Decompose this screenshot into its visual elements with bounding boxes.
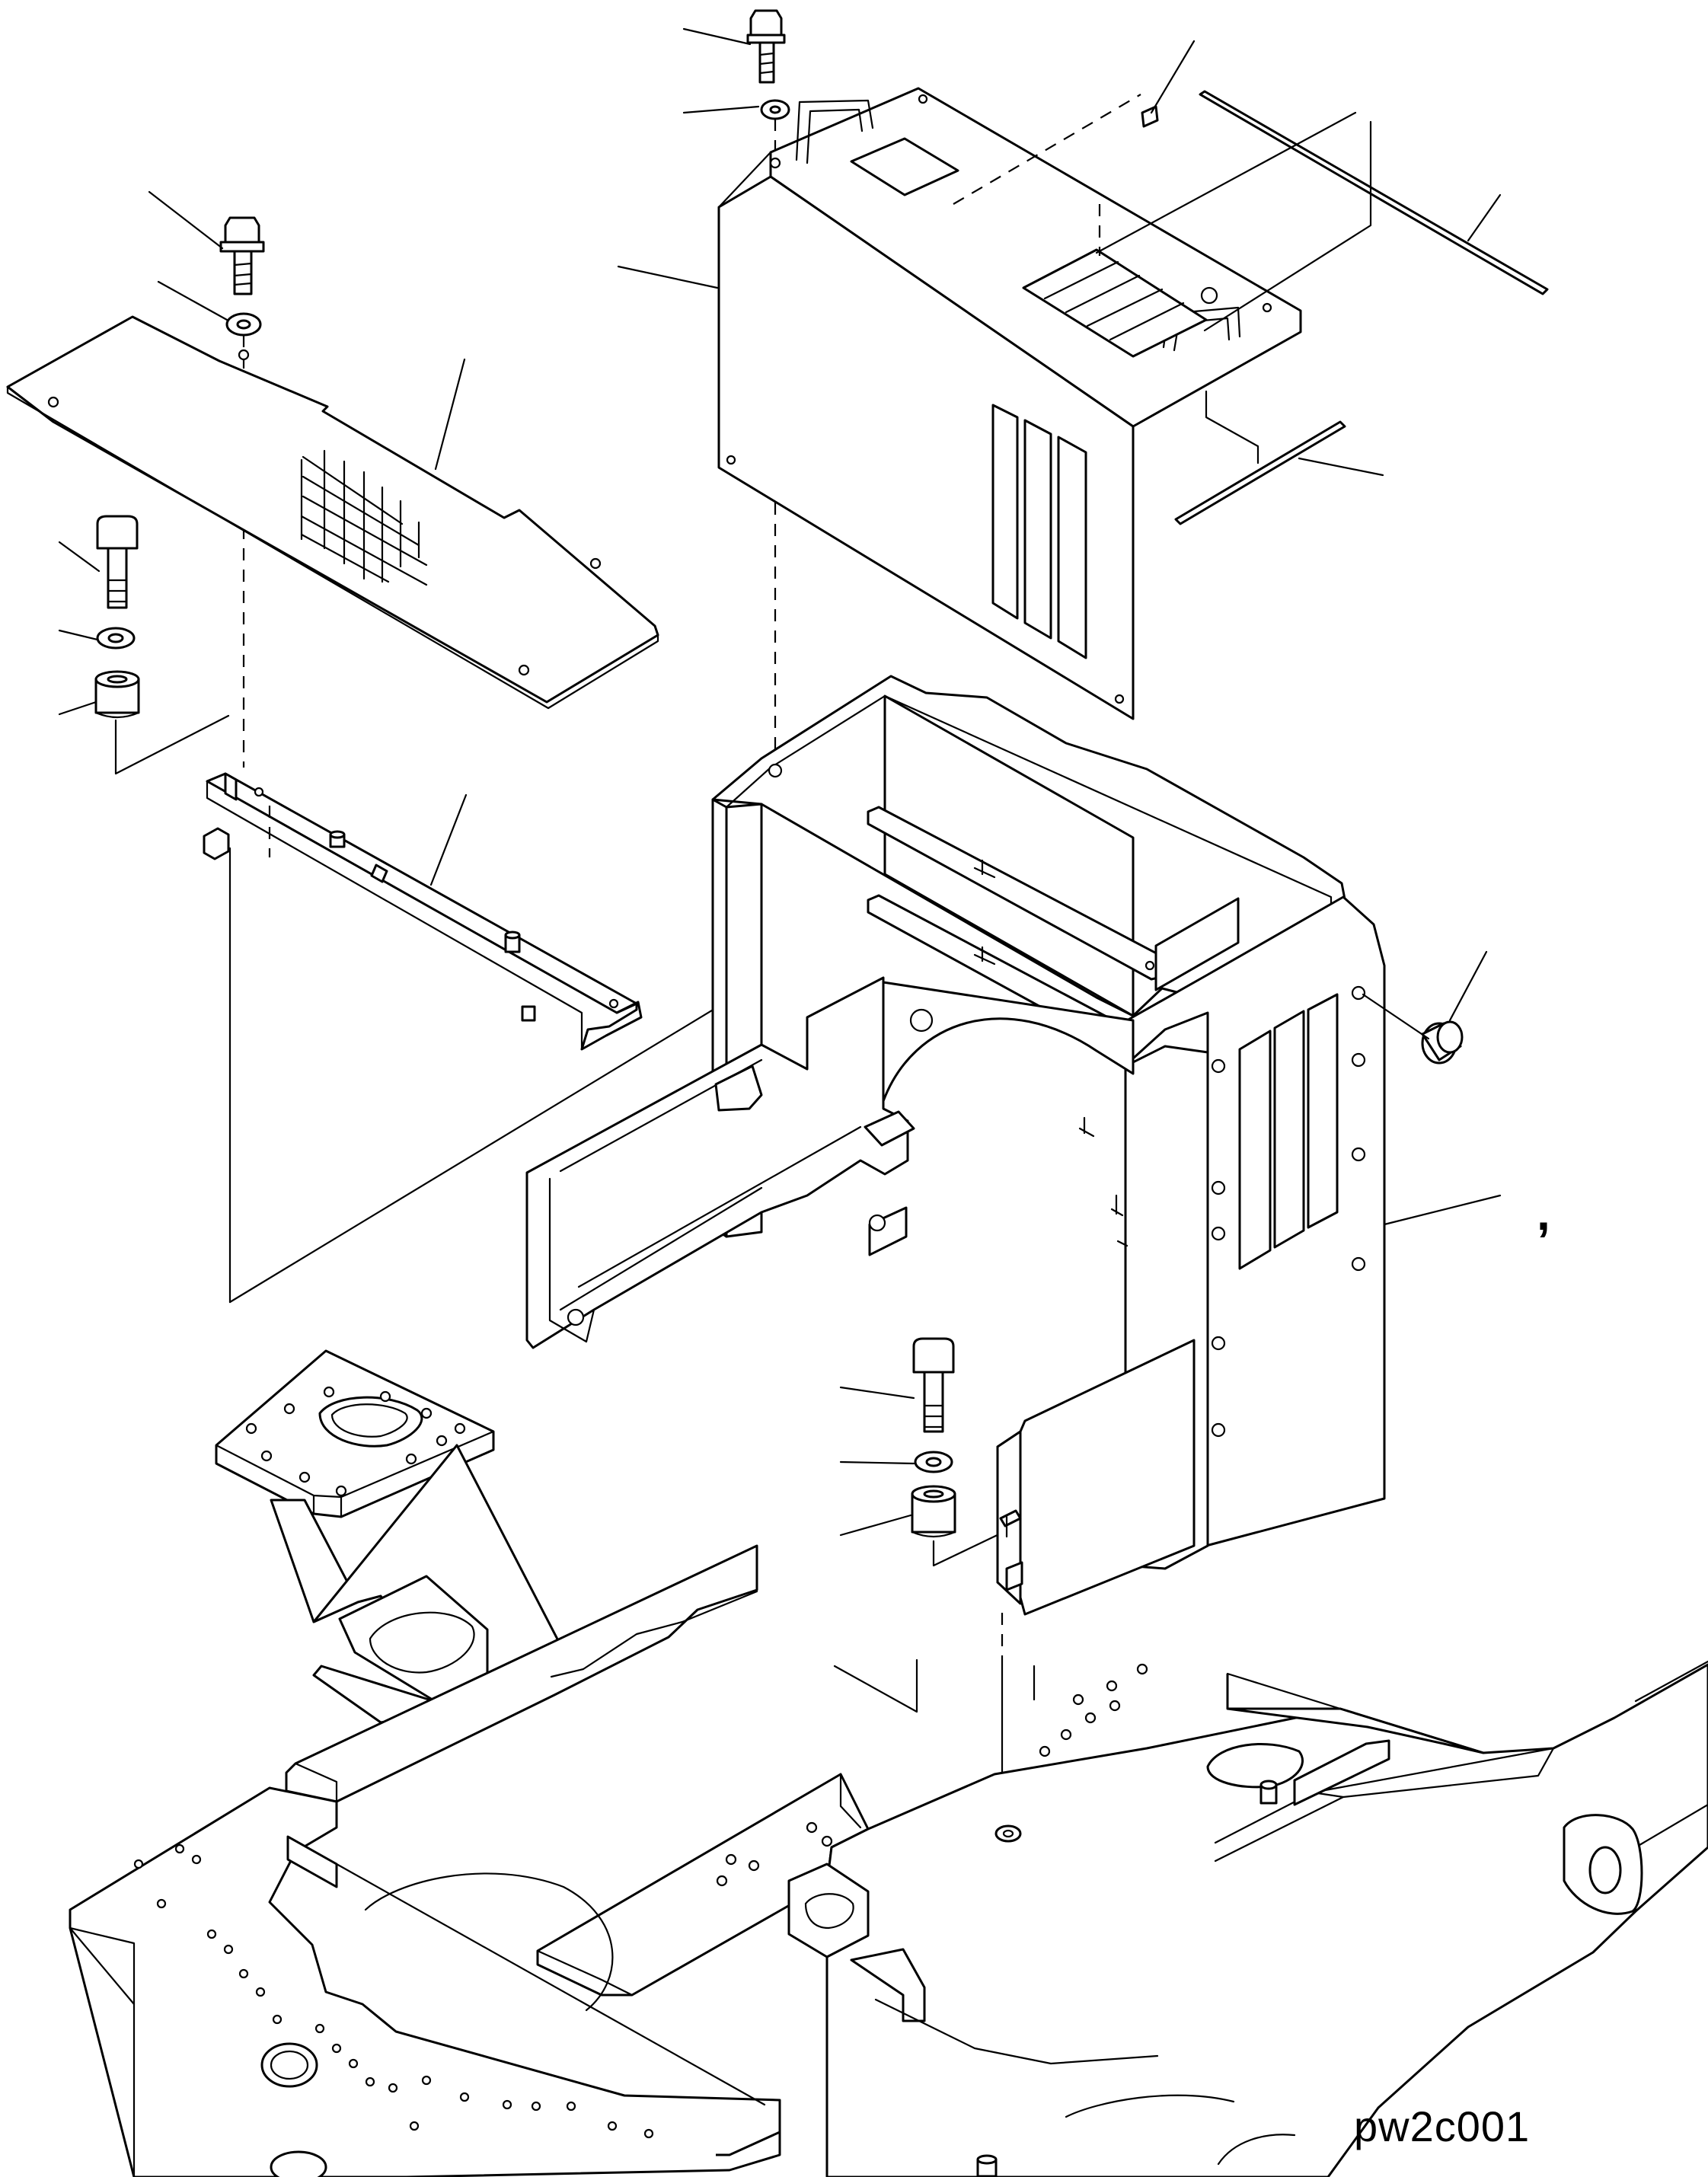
leader-line [1448,950,1488,1022]
leader-line [114,714,230,775]
leader-line [157,280,228,321]
spacer-icon [911,1485,956,1538]
leader-line [839,1514,912,1537]
leader-line [148,190,224,250]
bolt-icon [96,515,139,609]
leader-line [58,701,97,716]
seal-strip-icon [1174,390,1346,525]
revolving-frame-icon [69,1349,1708,2177]
bracket-icon [203,772,643,1051]
leader-line [932,1531,1005,1567]
mesh-plate-icon [6,315,659,710]
side-panel-icon [996,1339,1196,1616]
small-clip-icon [1141,105,1159,128]
leader-line [1362,993,1430,1040]
flange-bolt-icon [219,216,265,295]
cap-icon [1421,1020,1464,1065]
drawing-code: pw2c001 [1354,2102,1531,2150]
spacer-icon [94,670,140,719]
leader-line [682,105,760,114]
housing-frame-icon [525,675,1386,1570]
leader-line [434,358,466,471]
leader-line [228,981,760,1304]
leader-line [1298,457,1384,477]
leader-line [1095,111,1357,254]
leader-line [839,1460,915,1465]
leader-line [617,265,719,289]
drawing-mark: , [1537,1186,1550,1240]
leader-line [682,27,752,46]
leader-line [1467,193,1502,242]
flange-bolt-icon [746,9,786,84]
cover-panel-icon [717,87,1302,720]
leader-line [58,541,101,573]
leader-line [58,629,99,641]
washer-icon [914,1451,953,1473]
washer-icon [96,627,136,650]
washer-icon [225,312,262,337]
leader-line [429,793,468,886]
leader-line [1383,1194,1502,1226]
leader-line [1150,40,1196,114]
washer-icon [760,99,790,120]
bolt-icon [912,1337,955,1433]
seal-strip-icon [1199,90,1549,332]
leader-line [839,1386,915,1400]
